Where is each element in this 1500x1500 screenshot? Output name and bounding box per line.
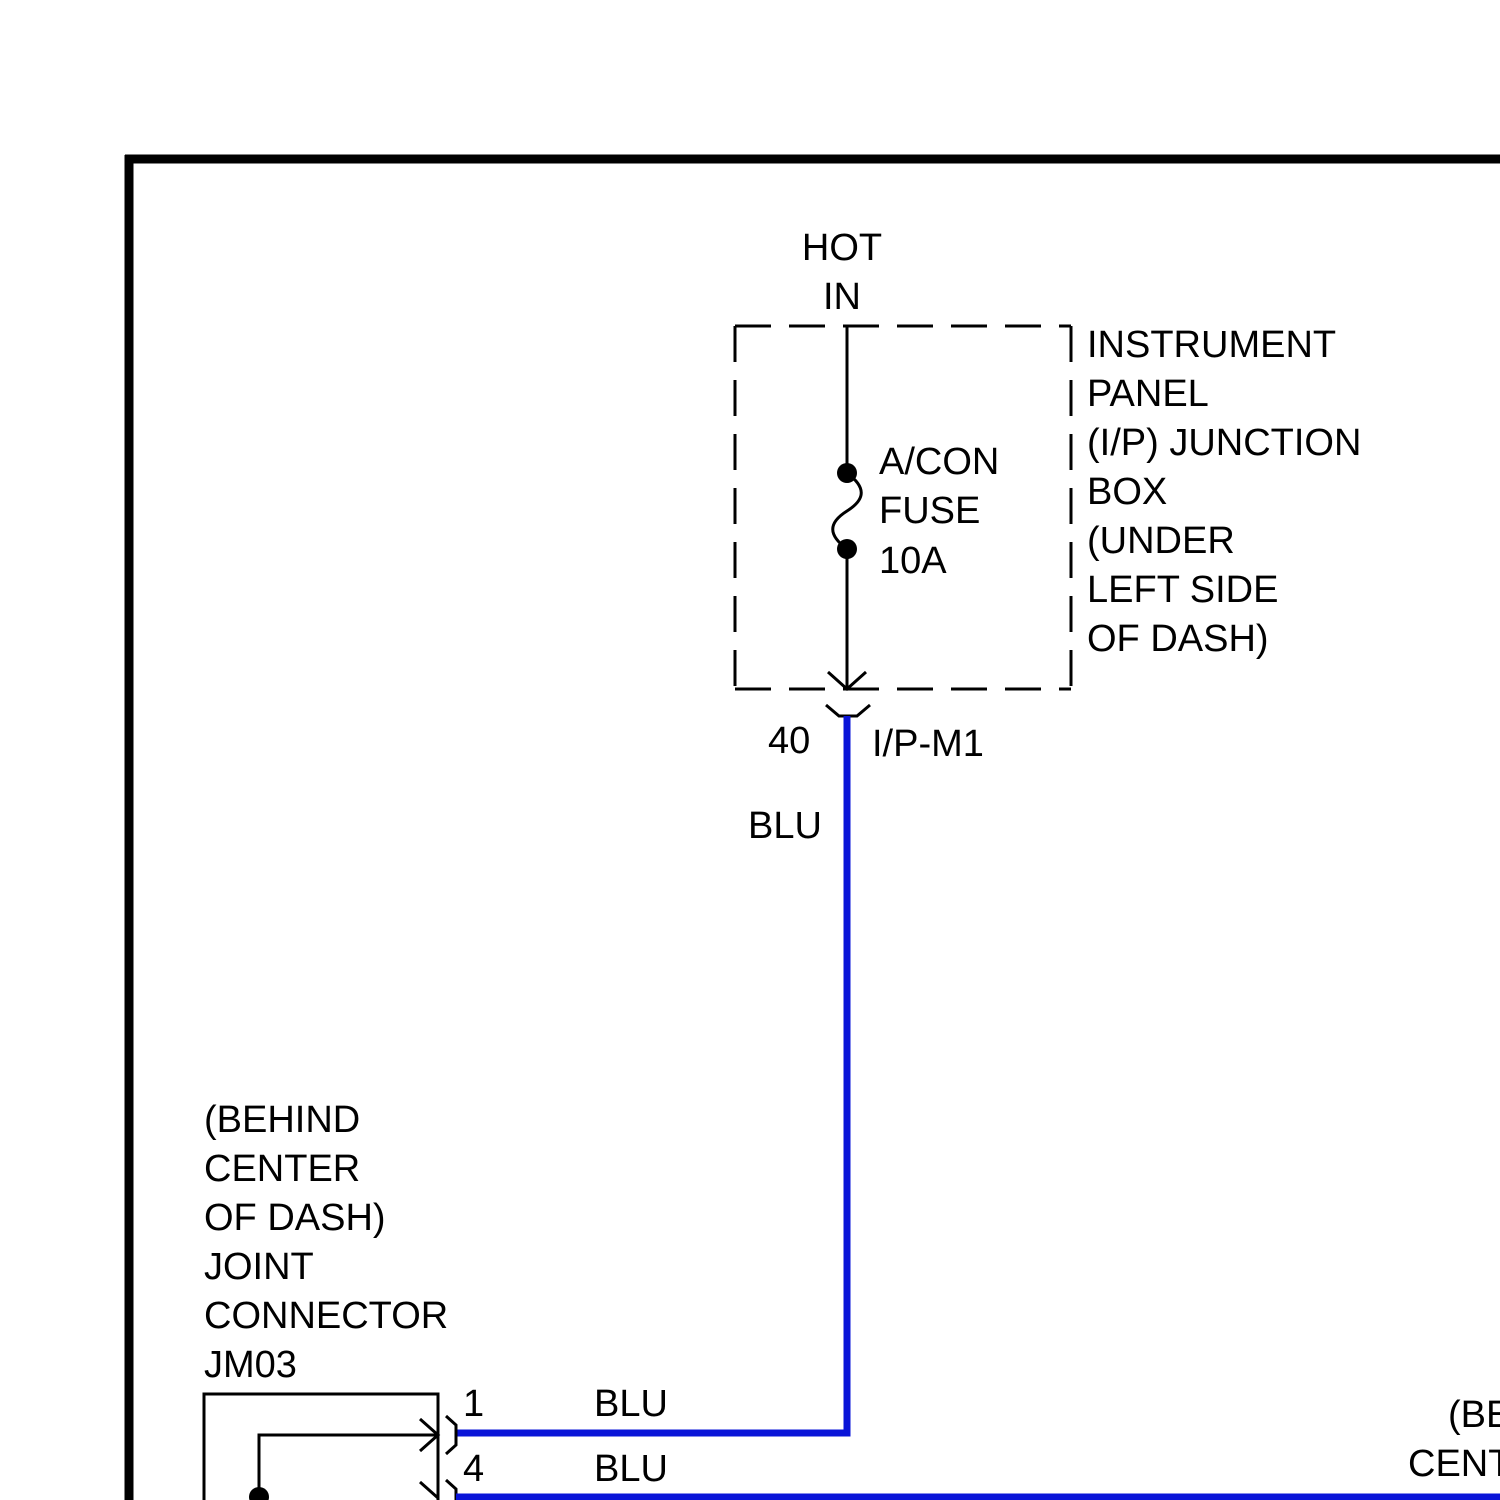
junction-box-line: BOX [1087, 471, 1167, 513]
connector-pin-number: 40 [768, 720, 810, 762]
hot-in-label: HOT IN [802, 227, 882, 318]
pin-wire-label: BLU [594, 1448, 668, 1490]
connector-female-cup-icon [826, 705, 870, 716]
fuse-name: A/CON [879, 441, 999, 483]
junction-box-label: INSTRUMENT PANEL (I/P) JUNCTION BOX (UND… [1087, 324, 1361, 660]
junction-box-line: INSTRUMENT [1087, 324, 1336, 366]
fuse-type: FUSE [879, 490, 980, 532]
junction-box-line: PANEL [1087, 373, 1209, 415]
joint-connector-line: JOINT [204, 1246, 314, 1288]
pin-number: 4 [463, 1448, 484, 1490]
joint-internal-bus [259, 1435, 438, 1500]
connector-ip-m1: 40 I/P-M1 [768, 720, 984, 765]
junction-box-line: (UNDER [1087, 520, 1235, 562]
right-cut-label: (BE CENT [1408, 1394, 1500, 1485]
right-cut-line: (BE [1448, 1394, 1500, 1436]
pin-4-female-cup-icon [446, 1480, 456, 1500]
joint-connector-jm03 [204, 1394, 456, 1500]
in-label: IN [823, 276, 861, 318]
connector-name: I/P-M1 [872, 723, 984, 765]
joint-connector-line: CENTER [204, 1148, 360, 1190]
joint-connector-line: OF DASH) [204, 1197, 386, 1239]
junction-box-line: LEFT SIDE [1087, 569, 1278, 611]
pin-4-male-arrow-icon [420, 1482, 438, 1498]
wire-color-label: BLU [748, 805, 822, 847]
right-cut-line: CENT [1408, 1443, 1500, 1485]
joint-connector-label: (BEHIND CENTER OF DASH) JOINT CONNECTOR … [204, 1099, 448, 1386]
fuse-element-icon [833, 473, 862, 549]
hot-label: HOT [802, 227, 882, 269]
main-blue-wire: BLU [456, 716, 847, 1433]
junction-box-line: (I/P) JUNCTION [1087, 422, 1361, 464]
joint-connector-line: (BEHIND [204, 1099, 360, 1141]
joint-splice-dot [249, 1487, 269, 1500]
pin-number: 1 [463, 1383, 484, 1425]
fuse-terminal-top [837, 463, 857, 483]
pin-1-female-cup-icon [446, 1416, 456, 1454]
joint-connector-line: CONNECTOR [204, 1295, 448, 1337]
fuse-circuit [826, 326, 870, 716]
pin-wire-label: BLU [594, 1383, 668, 1425]
joint-connector-line: JM03 [204, 1344, 297, 1386]
joint-connector-box [204, 1394, 438, 1500]
fuse-label: A/CON FUSE 10A [879, 441, 999, 582]
fuse-rating: 10A [879, 540, 947, 582]
junction-box-line: OF DASH) [1087, 618, 1269, 660]
